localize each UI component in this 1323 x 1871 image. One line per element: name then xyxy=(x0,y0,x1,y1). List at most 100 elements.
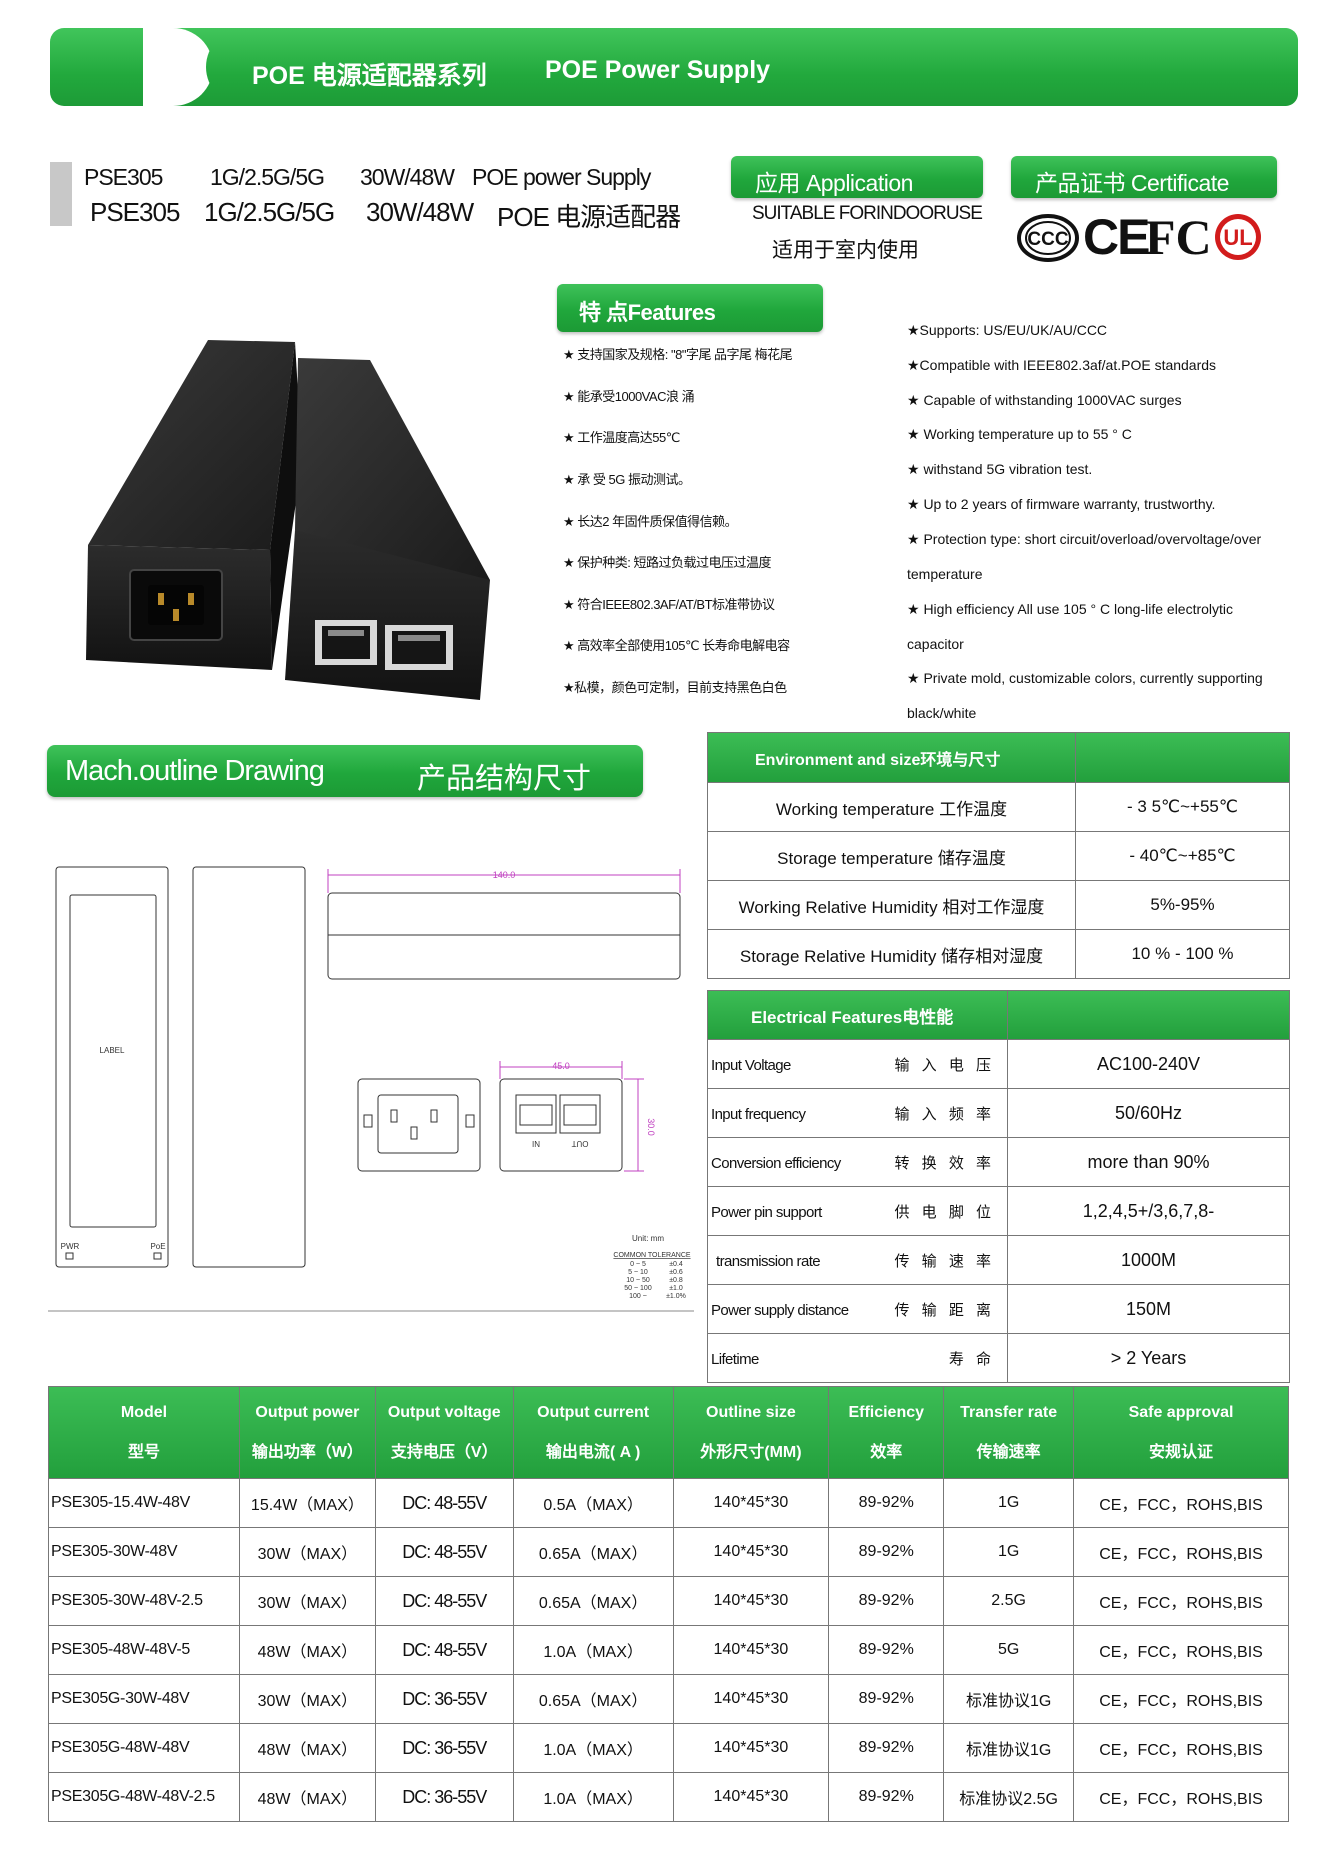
column-header-en: Safe approval xyxy=(1128,1403,1234,1421)
dim-width: 45.0 xyxy=(552,1061,570,1071)
output-power-cell: 48W（MAX） xyxy=(238,1625,376,1675)
column-header-cn: 输出功率（W） xyxy=(251,1443,363,1461)
title-desc-1: POE power Supply xyxy=(472,164,651,190)
output-voltage-cell: DC: 48-55V xyxy=(374,1527,514,1577)
electrical-header-empty xyxy=(1007,990,1290,1040)
elec-label-cn: 输 入 电 压 xyxy=(894,1057,995,1074)
feature-en-item: ★ Up to 2 years of firmware warranty, tr… xyxy=(907,496,1216,512)
outline-size-cell: 140*45*30 xyxy=(672,1478,830,1528)
table-row: Input Voltage 输 入 电 压 AC100-240V xyxy=(707,1039,1290,1089)
feature-en-item: ★ Private mold, customizable colors, cur… xyxy=(907,670,1263,686)
column-header-en: Efficiency xyxy=(848,1403,925,1421)
outline-size-cell: 140*45*30 xyxy=(672,1723,830,1773)
env-value: 10 % - 100 % xyxy=(1075,929,1290,979)
output-power-cell: 30W（MAX） xyxy=(238,1674,376,1724)
output-power-cell: 48W（MAX） xyxy=(238,1772,376,1822)
table-row: Storage Relative Humidity 储存相对湿度 10 % - … xyxy=(707,929,1290,979)
column-header-cn: 型号 xyxy=(127,1443,160,1461)
header-title-cn: POE 电源适配器系列 xyxy=(252,62,487,90)
title-speed-2: 1G/2.5G/5G xyxy=(204,197,335,227)
feature-cn-item: ★ 保护种类: 短路过负载过电压过温度 xyxy=(563,555,772,570)
efficiency-cell: 89-92% xyxy=(828,1527,945,1577)
application-en: SUITABLE FORINDOORUSE xyxy=(752,203,983,224)
env-label: Working temperature 工作温度 xyxy=(707,782,1076,832)
title-model-1: PSE305 xyxy=(84,164,163,190)
elec-label-en: Power pin support xyxy=(711,1203,822,1221)
tolerance-range: 50 ~ 100 xyxy=(624,1285,652,1292)
dim-length: 140.0 xyxy=(493,870,516,880)
elec-value: 150M xyxy=(1007,1284,1290,1334)
environment-table-header: Environment and size环境与尺寸 xyxy=(707,732,1290,783)
feature-en-item: ★ Capable of withstanding 1000VAC surges xyxy=(907,392,1182,408)
efficiency-cell: 89-92% xyxy=(828,1674,945,1724)
feature-en-item: ★ High efficiency All use 105 ° C long-l… xyxy=(907,601,1234,617)
column-header-cn: 安规认证 xyxy=(1149,1443,1214,1461)
tolerance-value: ±1.0% xyxy=(666,1293,686,1300)
environment-header-empty xyxy=(1075,732,1290,783)
features-pill: 特 点Features xyxy=(557,284,823,332)
column-header-cn: 效率 xyxy=(870,1443,903,1461)
feature-cn-item: ★ 能承受1000VAC浪 涌 xyxy=(563,389,695,404)
env-label: Working Relative Humidity 相对工作湿度 xyxy=(707,880,1076,930)
tolerance-range: 10 ~ 50 xyxy=(626,1277,650,1284)
elec-label-en: Lifetime xyxy=(711,1350,759,1368)
transfer-rate-cell: 标准协议1G xyxy=(943,1674,1075,1724)
output-voltage-cell: DC: 48-55V xyxy=(374,1576,514,1626)
feature-cn-item: ★私模，颜色可定制，目前支持黑色白色 xyxy=(563,680,787,695)
title-desc-2: POE 电源适配器 xyxy=(497,202,681,232)
outline-drawing: 140.0 45.0 30.0 LABEL PWR PoE IN OUT Uni… xyxy=(48,866,694,1312)
title-accent-bar xyxy=(50,162,72,226)
elec-label-en: Input Voltage xyxy=(711,1056,791,1074)
tolerance-value: ±1.0 xyxy=(669,1285,683,1292)
fc-logo: FC xyxy=(1145,209,1212,265)
model-name-cell: PSE305-48W-48V-5 xyxy=(48,1625,240,1675)
outline-size-cell: 140*45*30 xyxy=(672,1772,830,1822)
elec-label-cell: Input Voltage 输 入 电 压 xyxy=(707,1039,1008,1089)
label-text: LABEL xyxy=(100,1046,125,1055)
model-name-cell: PSE305G-48W-48V xyxy=(48,1723,240,1773)
efficiency-cell: 89-92% xyxy=(828,1625,945,1675)
outline-size-cell: 140*45*30 xyxy=(672,1576,830,1626)
safe-approval-cell: CE，FCC，ROHS,BIS xyxy=(1073,1576,1289,1626)
elec-value: AC100-240V xyxy=(1007,1039,1290,1089)
elec-label-en: Input frequency xyxy=(711,1105,806,1123)
unit-text: Unit: mm xyxy=(632,1234,664,1243)
mach-outline-label-cn: 产品结构尺寸 xyxy=(417,763,592,795)
column-header-en: Outline size xyxy=(706,1403,796,1421)
ul-logo: UL xyxy=(1215,214,1261,260)
svg-text:CCC: CCC xyxy=(1027,229,1068,250)
safe-approval-cell: CE，FCC，ROHS,BIS xyxy=(1073,1723,1289,1773)
mach-outline-pill: Mach.outline Drawing 产品结构尺寸 xyxy=(47,745,643,797)
feature-cn-item: ★ 承 受 5G 振动测试。 xyxy=(563,472,691,487)
transfer-rate-cell: 5G xyxy=(943,1625,1075,1675)
elec-label-en: Power supply distance xyxy=(711,1301,849,1319)
tolerance-range: 100 ~ xyxy=(629,1293,647,1300)
tolerance-title: COMMON TOLERANCE xyxy=(613,1252,690,1259)
efficiency-cell: 89-92% xyxy=(828,1723,945,1773)
svg-text:UL: UL xyxy=(1223,225,1252,250)
mach-outline-label-en: Mach.outline Drawing xyxy=(65,755,325,787)
certificate-label: 产品证书 Certificate xyxy=(1035,170,1229,196)
env-label: Storage Relative Humidity 储存相对湿度 xyxy=(707,929,1076,979)
output-voltage-cell: DC: 48-55V xyxy=(374,1625,514,1675)
safe-approval-cell: CE，FCC，ROHS,BIS xyxy=(1073,1478,1289,1528)
output-current-cell: 1.0A（MAX） xyxy=(512,1723,674,1773)
table-row: Working temperature 工作温度 - 3 5℃~+55℃ xyxy=(707,782,1290,832)
efficiency-cell: 89-92% xyxy=(828,1576,945,1626)
application-label: 应用 Application xyxy=(755,170,913,196)
environment-header-cell: Environment and size环境与尺寸 xyxy=(707,732,1076,783)
